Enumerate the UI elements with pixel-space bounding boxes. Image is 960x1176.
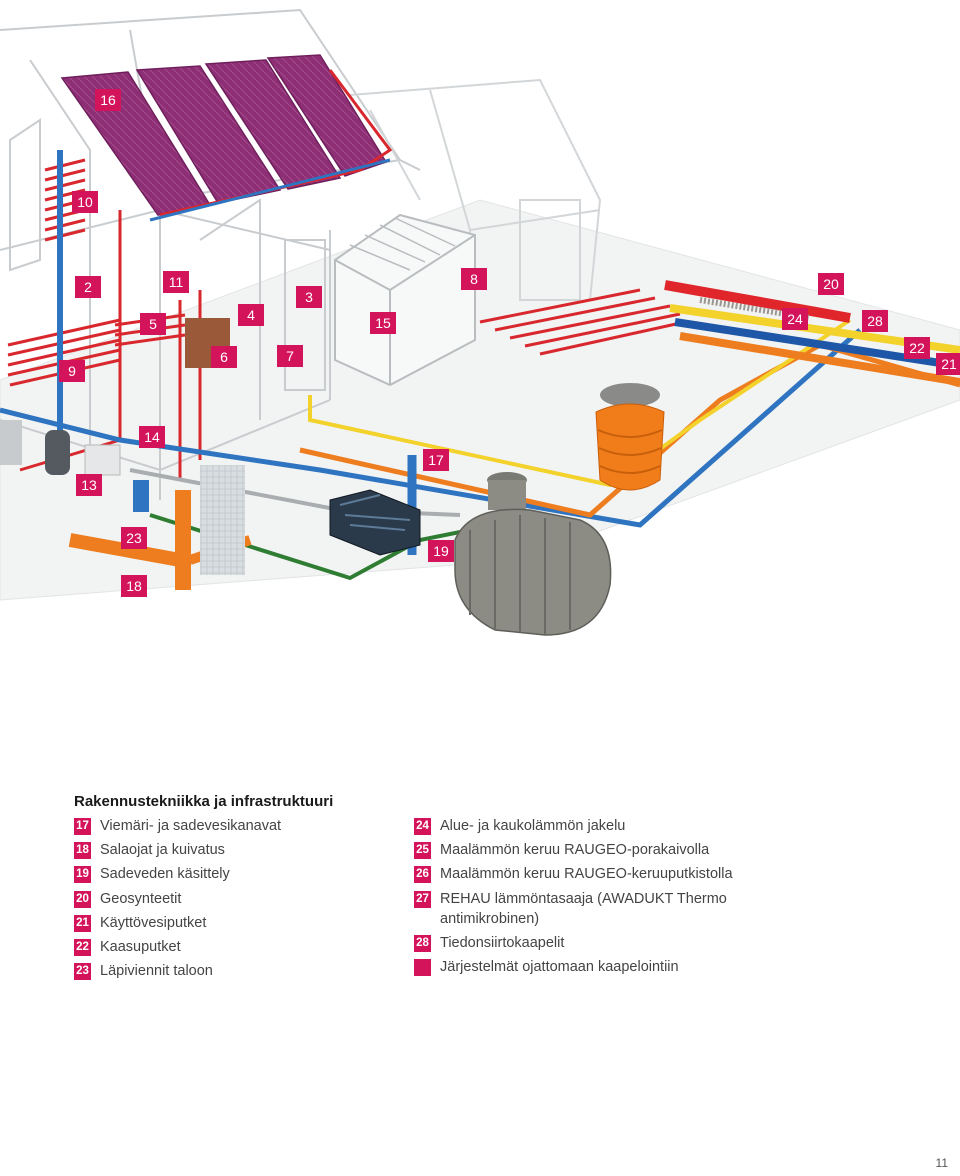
legend-number: 22 [74, 938, 91, 956]
legend-item: 24 Alue- ja kaukolämmön jakelu [414, 816, 744, 837]
callout-19: 19 [428, 540, 454, 562]
infiltration-crates [329, 489, 421, 556]
callout-4: 4 [238, 304, 264, 326]
legend-item: 28 Tiedonsiirtokaapelit [414, 933, 744, 954]
legend-item: 23 Läpiviennit taloon [74, 961, 394, 982]
callout-6: 6 [211, 346, 237, 368]
legend-label: Alue- ja kaukolämmön jakelu [440, 818, 626, 834]
orange-shaft [595, 383, 665, 491]
callout-10: 10 [72, 191, 98, 213]
legend-label: Kaasuputket [100, 938, 181, 955]
legend-number: 19 [74, 866, 91, 884]
callout-23: 23 [121, 527, 147, 549]
callout-11: 11 [163, 271, 189, 293]
legend-item: 20 Geosynteetit [74, 889, 394, 910]
callout-17: 17 [423, 449, 449, 471]
legend-label: REHAU lämmöntasaaja (AWADUKT Thermo [440, 890, 727, 907]
legend-number: 18 [74, 842, 91, 860]
callout-21: 21 [936, 353, 960, 375]
technical-room-units [0, 420, 149, 512]
legend-item: 19 Sadeveden käsittely [74, 864, 394, 885]
house-illustration [0, 8, 960, 636]
legend-item: 27 REHAU lämmöntasaaja (AWADUKT Thermo [414, 889, 744, 910]
callout-20: 20 [818, 273, 844, 295]
legend-item: 26 Maalämmön keruu RAUGEO-keruuputkistoll… [414, 864, 744, 885]
legend-label: antimikrobinen) [440, 911, 540, 928]
water-main [0, 328, 862, 528]
legend-color-swatch [414, 959, 431, 977]
legend-title: Rakennustekniikka ja infrastruktuuri [74, 793, 334, 810]
callout-8: 8 [461, 268, 487, 290]
conservatory [334, 213, 476, 387]
callout-3: 3 [296, 286, 322, 308]
callout-14: 14 [139, 426, 165, 448]
drain-pipe-orange [68, 533, 182, 567]
legend-number-blank [414, 911, 431, 928]
callout-2: 2 [75, 276, 101, 298]
callout-16: 16 [95, 89, 121, 111]
legend-label: Maalämmön keruu RAUGEO-keruuputkistolla [440, 866, 733, 883]
legend-label: Salaojat ja kuivatus [100, 842, 225, 859]
legend-item: 22 Kaasuputket [74, 937, 394, 958]
solar-pipe-blue [149, 158, 391, 222]
callout-22: 22 [904, 337, 930, 359]
legend-item: Järjestelmät ojattomaan kaapelointiin [414, 957, 744, 978]
legend-number: 27 [414, 890, 431, 908]
callout-28: 28 [862, 310, 888, 332]
callout-5: 5 [140, 313, 166, 335]
legend-number: 17 [74, 818, 91, 835]
legend-number: 21 [74, 914, 91, 932]
legend-label: Viemäri- ja sadevesikanavat [100, 818, 282, 834]
callout-24: 24 [782, 308, 808, 330]
callout-9: 9 [59, 360, 85, 382]
legend-number: 26 [414, 866, 431, 884]
callout-18: 18 [121, 575, 147, 597]
legend-number: 25 [414, 842, 431, 860]
legend-item: 21 Käyttövesiputket [74, 913, 394, 934]
legend-item: 25 Maalämmön keruu RAUGEO-porakaivolla [414, 840, 744, 861]
legend-number: 23 [74, 963, 91, 981]
legend-label: Järjestelmät ojattomaan kaapelointiin [440, 959, 679, 976]
legend-number: 28 [414, 935, 431, 953]
callout-13: 13 [76, 474, 102, 496]
legend-label: Käyttövesiputket [100, 914, 207, 931]
page-number: 11 [935, 1156, 948, 1170]
drainage-mat [200, 465, 245, 575]
callout-15: 15 [370, 312, 396, 334]
legend-label: Läpiviennit taloon [100, 963, 213, 980]
legend-left-column: 17 Viemäri- ja sadevesikanavat 18 Salaojat… [74, 816, 394, 985]
legend-label: Sadeveden käsittely [100, 866, 230, 883]
rainwater-tank [454, 472, 612, 636]
legend-label: Maalämmön keruu RAUGEO-porakaivolla [440, 842, 710, 859]
legend-label: Tiedonsiirtokaapelit [440, 935, 565, 952]
legend-item: 18 Salaojat ja kuivatus [74, 840, 394, 861]
callout-7: 7 [277, 345, 303, 367]
legend-item-continued: antimikrobinen) [414, 909, 744, 930]
legend-item: 17 Viemäri- ja sadevesikanavat [74, 816, 394, 837]
legend-number: 20 [74, 890, 91, 908]
legend-number: 24 [414, 818, 431, 835]
legend-label: Geosynteetit [100, 890, 182, 907]
